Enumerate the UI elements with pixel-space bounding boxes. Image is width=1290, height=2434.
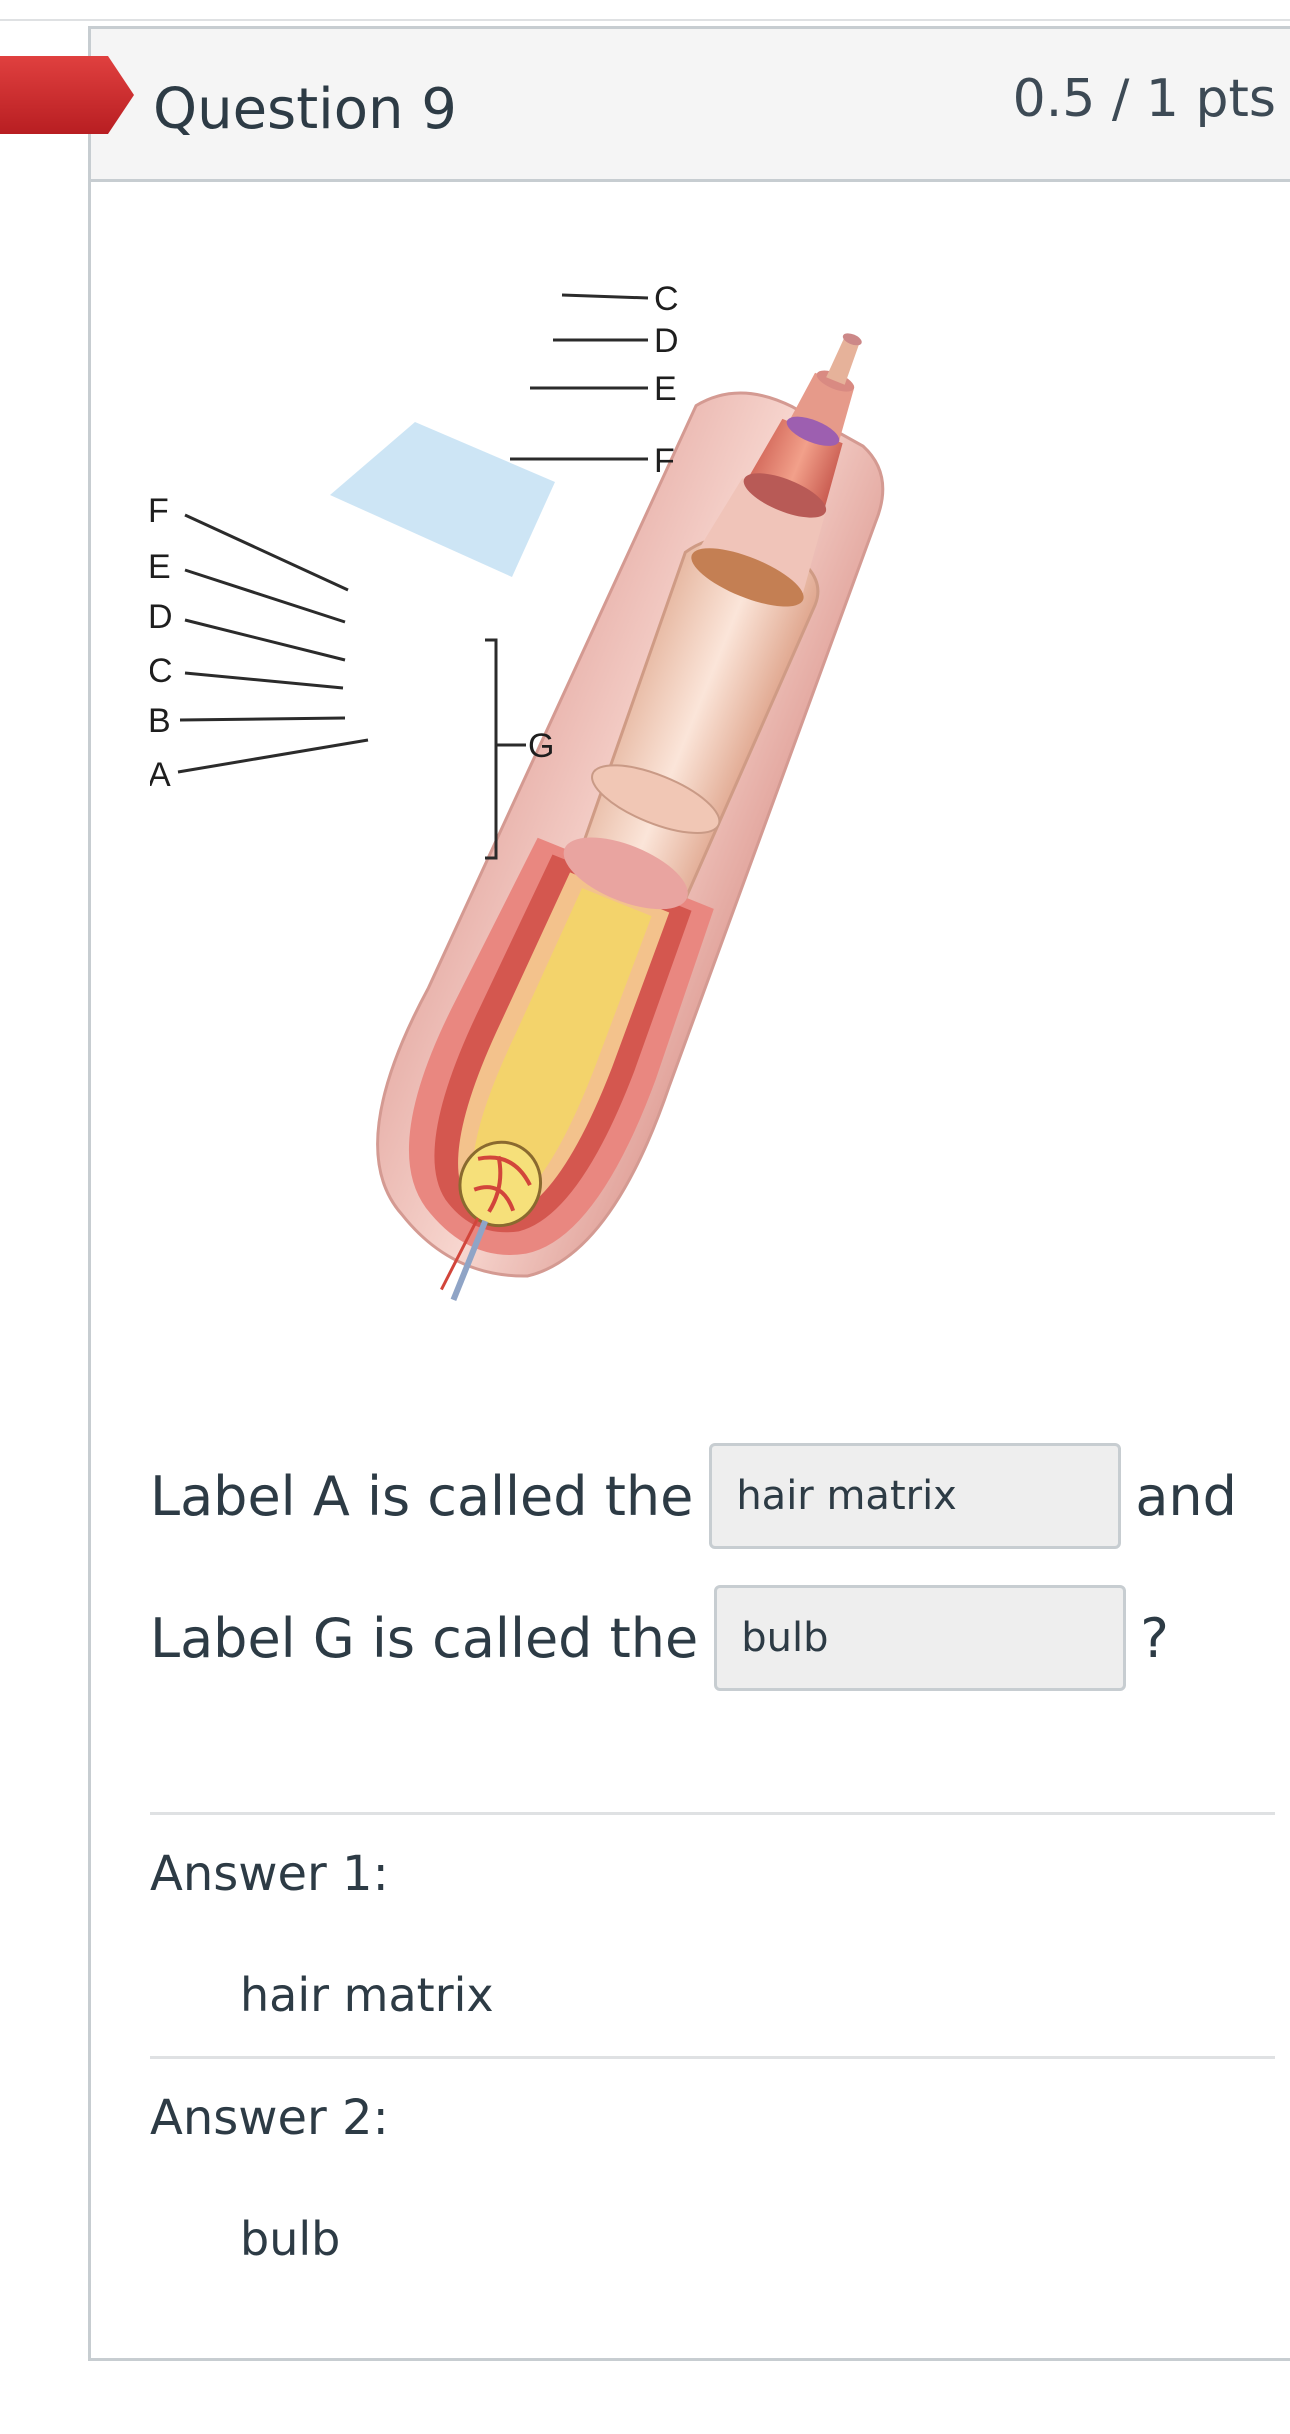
answer-1-label: Answer 1: (150, 1846, 389, 1902)
right-leader-lines (510, 293, 649, 461)
right-label-c: C (654, 280, 679, 318)
question-points: 0.5 / 1 pts (1012, 69, 1276, 129)
right-label-f: F (654, 442, 675, 480)
prompt-line-2: Label G is called the bulb ? (150, 1582, 1169, 1694)
right-labels: A B C D E F (654, 280, 679, 480)
prompt-1-text: Label A is called the (150, 1464, 694, 1528)
incorrect-flag-icon (0, 56, 134, 134)
answers-divider-1 (150, 1812, 1275, 1815)
hair-follicle-diagram: A B C D E F F E D C B A G (150, 280, 885, 1301)
bracket-g (485, 638, 526, 860)
prompt-2-suffix: ? (1140, 1606, 1169, 1670)
answer-1-dropdown[interactable]: hair matrix (709, 1443, 1122, 1549)
top-divider (0, 19, 1290, 21)
answer-2-dropdown[interactable]: bulb (714, 1585, 1127, 1691)
question-header: Question 9 0.5 / 1 pts (91, 29, 1290, 182)
left-label-a: A (150, 756, 171, 794)
prompt-1-suffix: and (1135, 1464, 1237, 1528)
question-card: Question 9 0.5 / 1 pts (88, 26, 1290, 2361)
answer-2-label: Answer 2: (150, 2090, 389, 2146)
left-labels: F E D C B A (150, 492, 173, 794)
right-label-e: E (654, 370, 677, 408)
left-label-e: E (150, 548, 171, 586)
follicle-structure (330, 333, 885, 1301)
left-leader-lines (177, 513, 369, 774)
answers-divider-2 (150, 2056, 1275, 2059)
answer-2-value: bulb (240, 2212, 341, 2266)
left-label-d: D (150, 598, 173, 636)
prompt-2-text: Label G is called the (150, 1606, 699, 1670)
left-label-c: C (150, 652, 173, 690)
left-label-b: B (150, 702, 171, 740)
answer-1-value: hair matrix (240, 1968, 494, 2022)
left-label-f: F (150, 492, 169, 530)
prompt-line-1: Label A is called the hair matrix and (150, 1440, 1237, 1552)
question-title: Question 9 (153, 77, 457, 142)
bracket-label-g: G (528, 727, 554, 765)
right-label-d: D (654, 322, 679, 360)
